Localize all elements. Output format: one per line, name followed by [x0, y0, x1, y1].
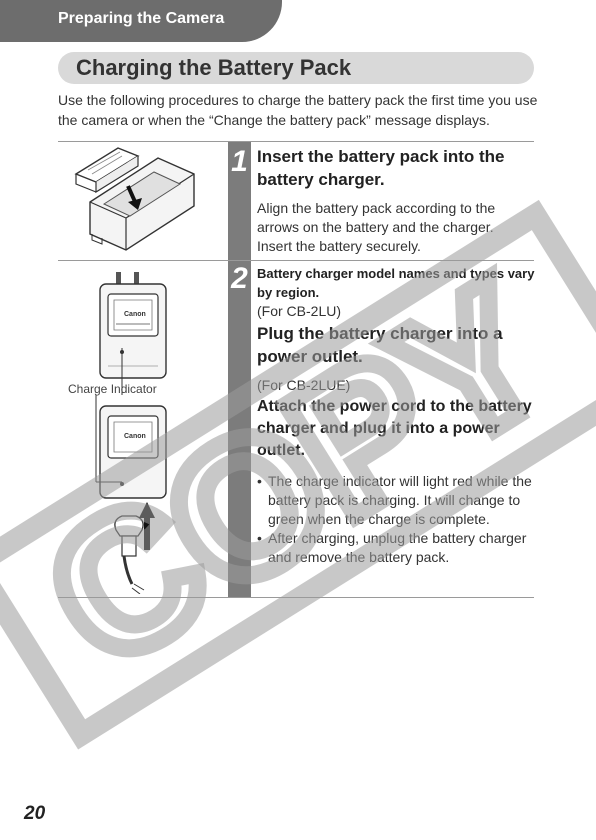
step1-heading: Insert the battery pack into the battery…: [257, 147, 505, 189]
step2-content: Battery charger model names and types va…: [257, 264, 535, 567]
bullet-item: The charge indicator will light red whil…: [257, 472, 535, 529]
instruction-a: Plug the battery charger into a power ou…: [257, 324, 503, 366]
page-title: Charging the Battery Pack: [76, 55, 352, 80]
table-top-rule: [58, 141, 534, 142]
step2-bar: [228, 261, 251, 597]
indicator-leader-line: [95, 348, 123, 483]
instruction-b: Attach the power cord to the battery cha…: [257, 398, 532, 459]
step1-body: Align the battery pack according to the …: [257, 200, 496, 254]
intro-text: Use the following procedures to charge t…: [58, 92, 538, 128]
step-divider-rule: [58, 260, 534, 261]
page-number: 20: [24, 803, 46, 824]
section-tab: Preparing the Camera: [0, 0, 282, 42]
section-title: Preparing the Camera: [58, 10, 225, 27]
bullet-list: The charge indicator will light red whil…: [257, 472, 535, 567]
table-bottom-rule: [58, 597, 534, 598]
charge-indicator-label: Charge Indicator: [68, 382, 157, 396]
charger-logo: Canon: [124, 311, 146, 318]
battery-insert-illustration: [74, 147, 195, 251]
page-title-bar: Charging the Battery Pack: [58, 52, 534, 84]
model-label-a: (For CB-2LU): [257, 303, 342, 319]
model-label-b: (For CB-2LUE): [257, 377, 351, 393]
bullet-item: After charging, unplug the battery charg…: [257, 529, 535, 567]
step1-number: 1: [231, 145, 248, 178]
region-note: Battery charger model names and types va…: [257, 266, 535, 300]
step2-number: 2: [231, 262, 248, 295]
